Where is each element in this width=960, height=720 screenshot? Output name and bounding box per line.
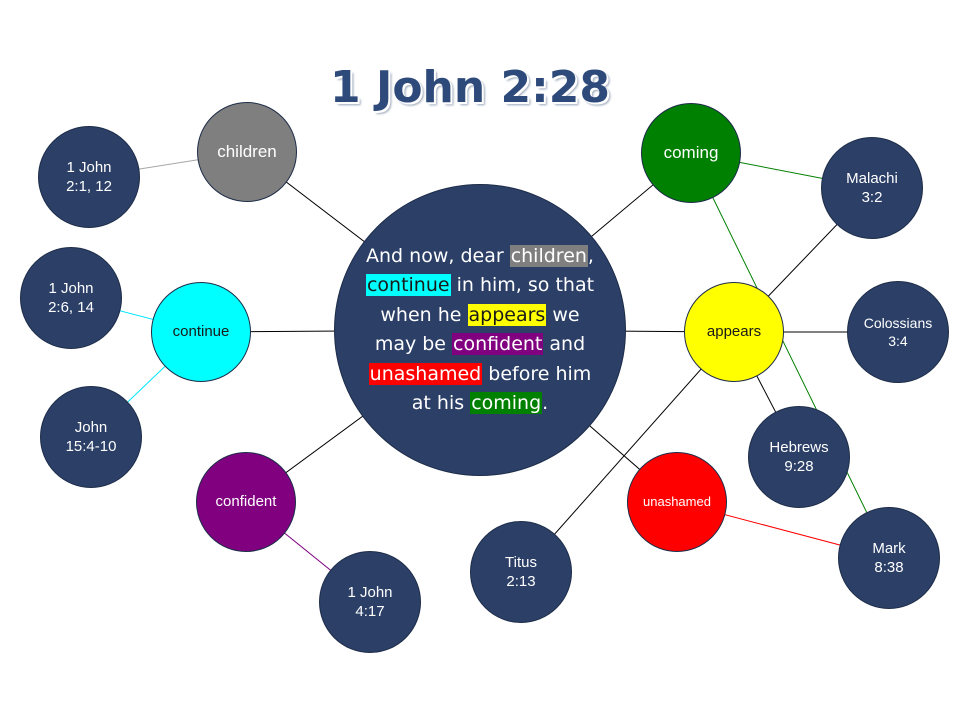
reference-circle-john-15: John 15:4-10 xyxy=(40,386,142,488)
reference-label: John 15:4-10 xyxy=(65,418,117,456)
reference-label: 1 John 2:6, 14 xyxy=(48,279,94,317)
keyword-circle-continue: continue xyxy=(151,282,251,382)
reference-circle-mark-8-38: Mark 8:38 xyxy=(838,507,940,609)
center-verse-circle: And now, dear children, continue in him,… xyxy=(334,184,626,476)
verse-segment: in him, so that when he xyxy=(380,274,595,326)
verse-highlight-children: children xyxy=(509,244,588,267)
verse-highlight-appears: appears xyxy=(467,303,547,326)
verse-highlight-confident: confident xyxy=(452,333,544,355)
keyword-label: confident xyxy=(215,493,277,511)
reference-label: Mark 8:38 xyxy=(872,539,906,577)
verse-segment: and xyxy=(543,333,586,355)
verse-segment: we may be xyxy=(374,303,580,356)
keyword-label: unashamed xyxy=(643,493,711,509)
verse-highlight-continue: continue xyxy=(365,274,451,296)
keyword-circle-children: children xyxy=(197,102,297,202)
reference-label: Hebrews 9:28 xyxy=(769,438,829,476)
reference-circle-colossians-3-4: Colossians 3:4 xyxy=(847,281,949,383)
verse-highlight-coming: coming xyxy=(470,392,543,414)
keyword-circle-unashamed: unashamed xyxy=(627,452,727,552)
verse-text: And now, dear children, continue in him,… xyxy=(365,242,595,419)
verse-segment: before him at his xyxy=(411,362,592,415)
page-title: 1 John 2:28 xyxy=(330,62,610,113)
reference-label: 1 John 4:17 xyxy=(347,583,393,621)
verse-segment: . xyxy=(542,392,549,414)
reference-circle-hebrews-9-28: Hebrews 9:28 xyxy=(748,406,850,508)
verse-segment: , xyxy=(587,244,594,267)
reference-circle-malachi-3-2: Malachi 3:2 xyxy=(821,137,923,239)
keyword-circle-confident: confident xyxy=(196,452,296,552)
connector-appears-to-titus-2-13 xyxy=(520,331,735,573)
reference-circle-1john-4-17: 1 John 4:17 xyxy=(319,551,421,653)
reference-label: Malachi 3:2 xyxy=(846,169,898,207)
keyword-label: continue xyxy=(172,323,230,341)
keyword-circle-appears: appears xyxy=(684,282,784,382)
reference-label: Colossians 3:4 xyxy=(863,314,933,349)
keyword-circle-coming: coming xyxy=(641,103,741,203)
keyword-label: children xyxy=(217,141,277,161)
connector-coming-to-mark-8-38 xyxy=(690,152,890,559)
keyword-label: appears xyxy=(706,323,762,341)
reference-label: Titus 2:13 xyxy=(505,553,537,591)
reference-circle-1john-2-1: 1 John 2:1, 12 xyxy=(38,126,140,228)
verse-highlight-unashamed: unashamed xyxy=(368,362,483,385)
reference-label: 1 John 2:1, 12 xyxy=(66,158,112,196)
reference-circle-titus-2-13: Titus 2:13 xyxy=(470,521,572,623)
reference-circle-1john-2-6: 1 John 2:6, 14 xyxy=(20,247,122,349)
keyword-label: coming xyxy=(663,142,719,162)
verse-segment: And now, dear xyxy=(366,244,510,267)
